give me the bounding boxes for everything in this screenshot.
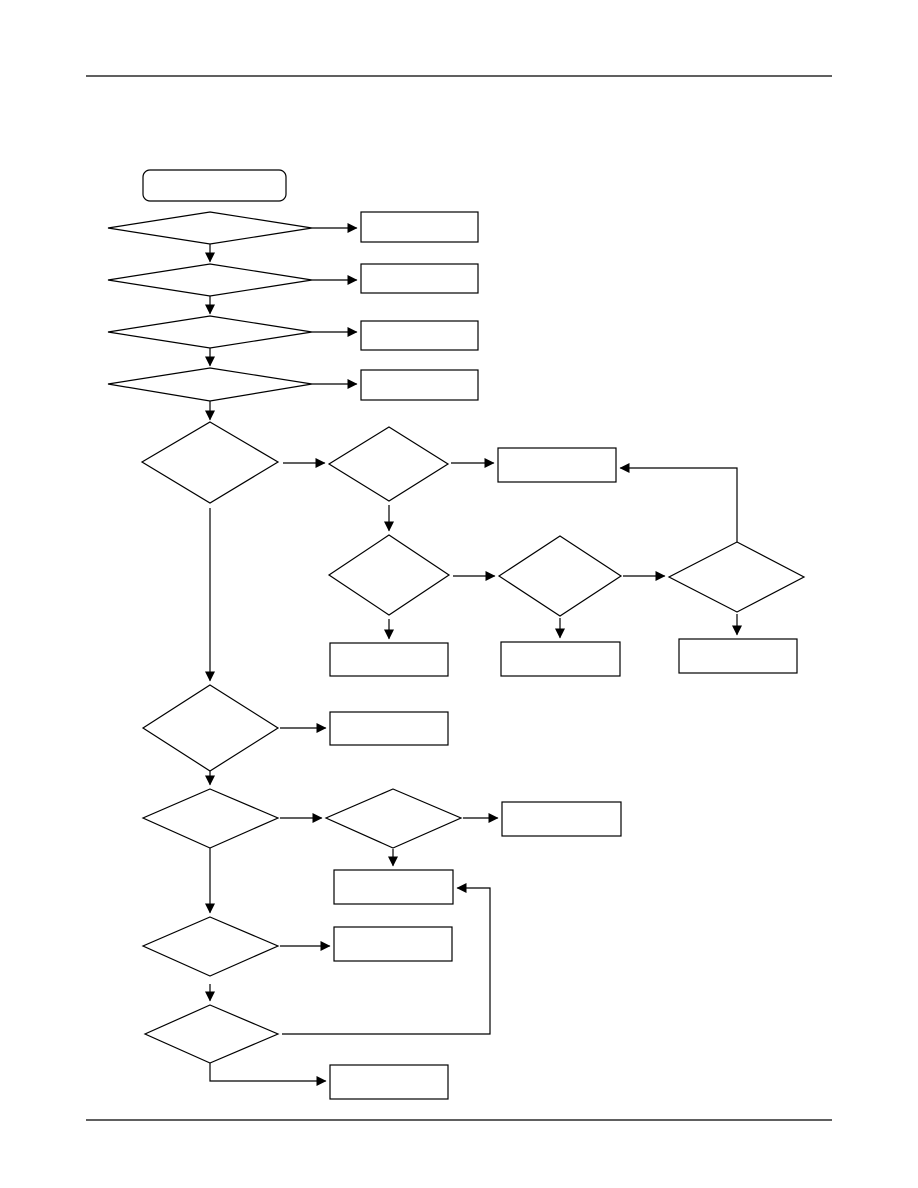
decision-5 [140,421,280,504]
decision-4 [107,367,313,402]
decision-1 [107,211,313,245]
start-terminator [142,169,287,202]
process-8 [678,638,798,674]
decision-6 [327,426,450,502]
decision-3 [107,315,313,349]
process-6 [329,642,449,677]
decision-11 [141,788,280,849]
decision-14 [143,1004,280,1064]
process-3 [360,320,479,351]
process-2 [360,263,479,294]
process-12 [333,926,453,962]
connector-d9-p5 [619,463,738,542]
process-7 [500,641,621,677]
process-4 [360,369,479,401]
connector-d14-p11 [282,883,491,1035]
process-1 [360,211,479,243]
decision-8 [497,535,623,617]
decision-13 [141,916,280,977]
decision-2 [107,263,313,297]
decision-7 [327,534,451,616]
decision-9 [667,541,806,613]
process-13 [329,1064,449,1100]
connectors [205,223,742,1086]
process-9 [329,711,449,746]
process-11 [333,869,454,905]
connector-d14-p13 [209,1063,327,1086]
decision-10 [141,684,280,772]
process-5 [497,447,617,483]
process-10 [501,801,622,837]
decision-12 [324,788,463,849]
